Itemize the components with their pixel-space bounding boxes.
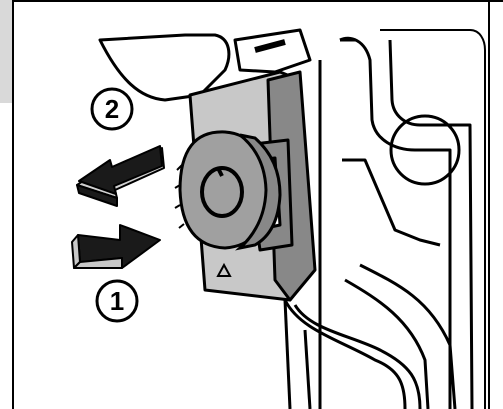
- cable: [283, 299, 422, 409]
- side-tab: [0, 0, 13, 103]
- arrow-push-in: [71, 224, 161, 269]
- arrow-pull-out: [76, 145, 165, 207]
- step-1-label: 1: [109, 286, 125, 316]
- triangle-icon: [216, 262, 232, 277]
- dial-knob: [174, 130, 282, 251]
- top-nozzle: [98, 28, 312, 102]
- housing: [318, 29, 486, 409]
- step-2-label: 2: [104, 94, 120, 124]
- step-1-circle: [95, 279, 139, 323]
- step-2-circle: [90, 87, 134, 131]
